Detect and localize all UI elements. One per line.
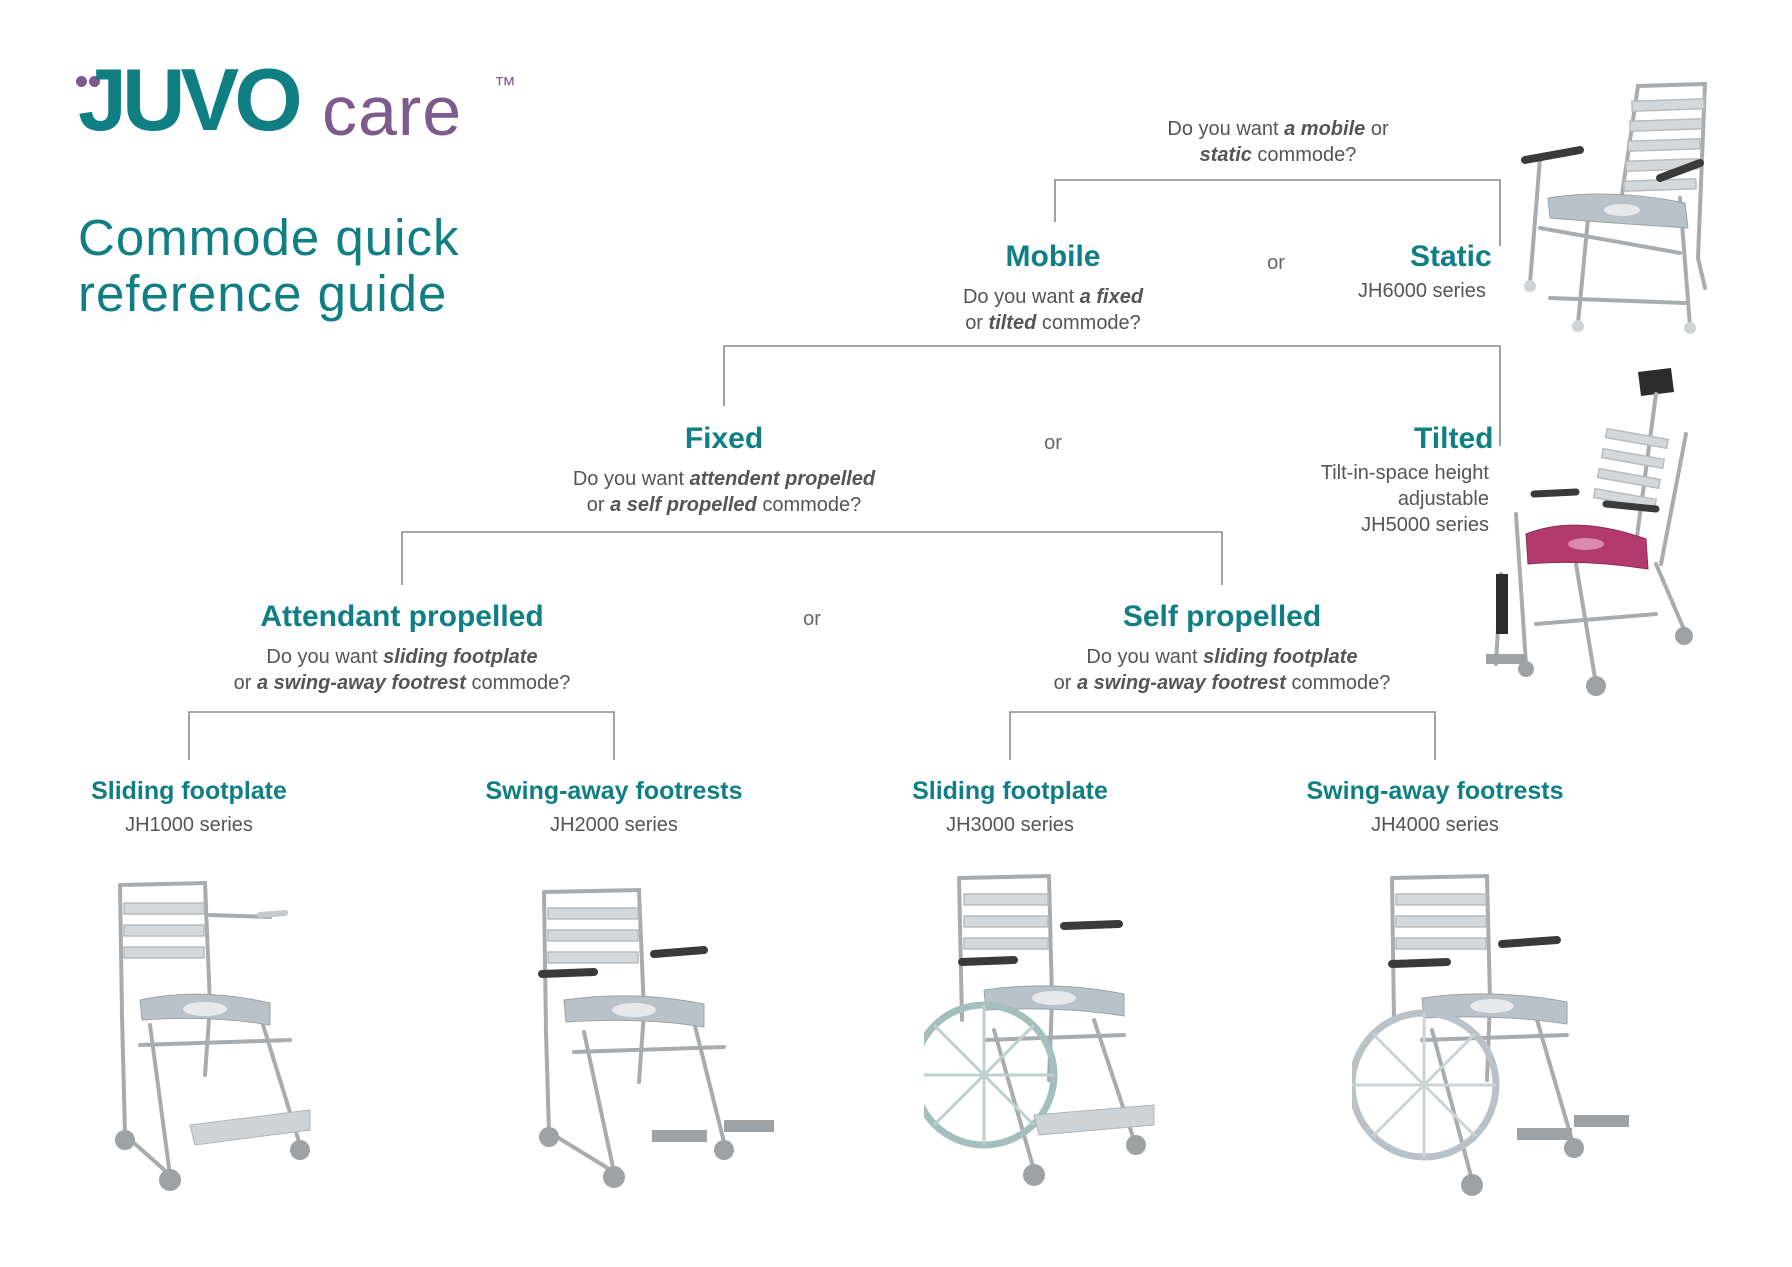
leaf-4-title: Swing-away footrests: [1306, 777, 1564, 805]
connector-mobile: [723, 345, 1501, 446]
or-label-mobile-static: or: [1267, 252, 1285, 274]
leaf-3-title: Sliding footplate: [912, 777, 1108, 805]
connector-root: [1054, 179, 1501, 246]
or-label-attendant-self: or: [803, 608, 821, 630]
connector-fixed: [401, 531, 1223, 585]
commode-jh1000-icon: [115, 880, 311, 1191]
node-attendant-question: Do you want sliding footplate or a swing…: [233, 646, 571, 694]
root-question: Do you want a mobile or static commode?: [1167, 118, 1389, 166]
node-mobile-title: Mobile: [1005, 240, 1101, 273]
leaf-2-title: Swing-away footrests: [485, 777, 743, 805]
commode-static-chair-icon: [1521, 81, 1708, 334]
logo-trademark: ™: [494, 72, 516, 97]
connector-attendant: [188, 711, 615, 760]
node-self-question: Do you want sliding footplate or a swing…: [1053, 646, 1391, 694]
page-title-line1: Commode quick: [78, 209, 460, 266]
commode-tilted-chair-icon: [1486, 368, 1693, 696]
node-static-title: Static: [1410, 240, 1492, 273]
page-title: Commode quick reference guide: [78, 210, 459, 322]
leaf-1-series: JH1000 series: [125, 814, 253, 836]
node-mobile-question: Do you want a fixed or tilted commode?: [962, 286, 1144, 334]
commode-jh2000-icon: [538, 887, 774, 1188]
commode-jh3000-icon: [924, 873, 1155, 1186]
node-self-title: Self propelled: [1122, 600, 1322, 633]
logo-care-text: care: [322, 72, 463, 150]
leaf-4-series: JH4000 series: [1371, 814, 1499, 836]
node-fixed-question: Do you want attendent propelled or a sel…: [572, 468, 876, 516]
or-label-fixed-tilted: or: [1044, 432, 1062, 454]
leaf-2-series: JH2000 series: [550, 814, 678, 836]
leaf-3-series: JH3000 series: [946, 814, 1074, 836]
logo-dots-icon: [76, 76, 102, 88]
node-static-series: JH6000 series: [1358, 280, 1486, 302]
node-tilted-description: Tilt-in-space height adjustable JH5000 s…: [1320, 462, 1489, 536]
logo-juvo-text: JUVO: [78, 50, 303, 149]
node-tilted-title: Tilted: [1414, 422, 1494, 455]
connector-self: [1009, 711, 1436, 760]
leaf-1-title: Sliding footplate: [91, 777, 287, 805]
node-fixed-title: Fixed: [684, 422, 764, 455]
page-title-line2: reference guide: [78, 265, 448, 322]
commode-jh4000-icon: [1352, 873, 1629, 1196]
node-attendant-title: Attendant propelled: [260, 600, 544, 633]
